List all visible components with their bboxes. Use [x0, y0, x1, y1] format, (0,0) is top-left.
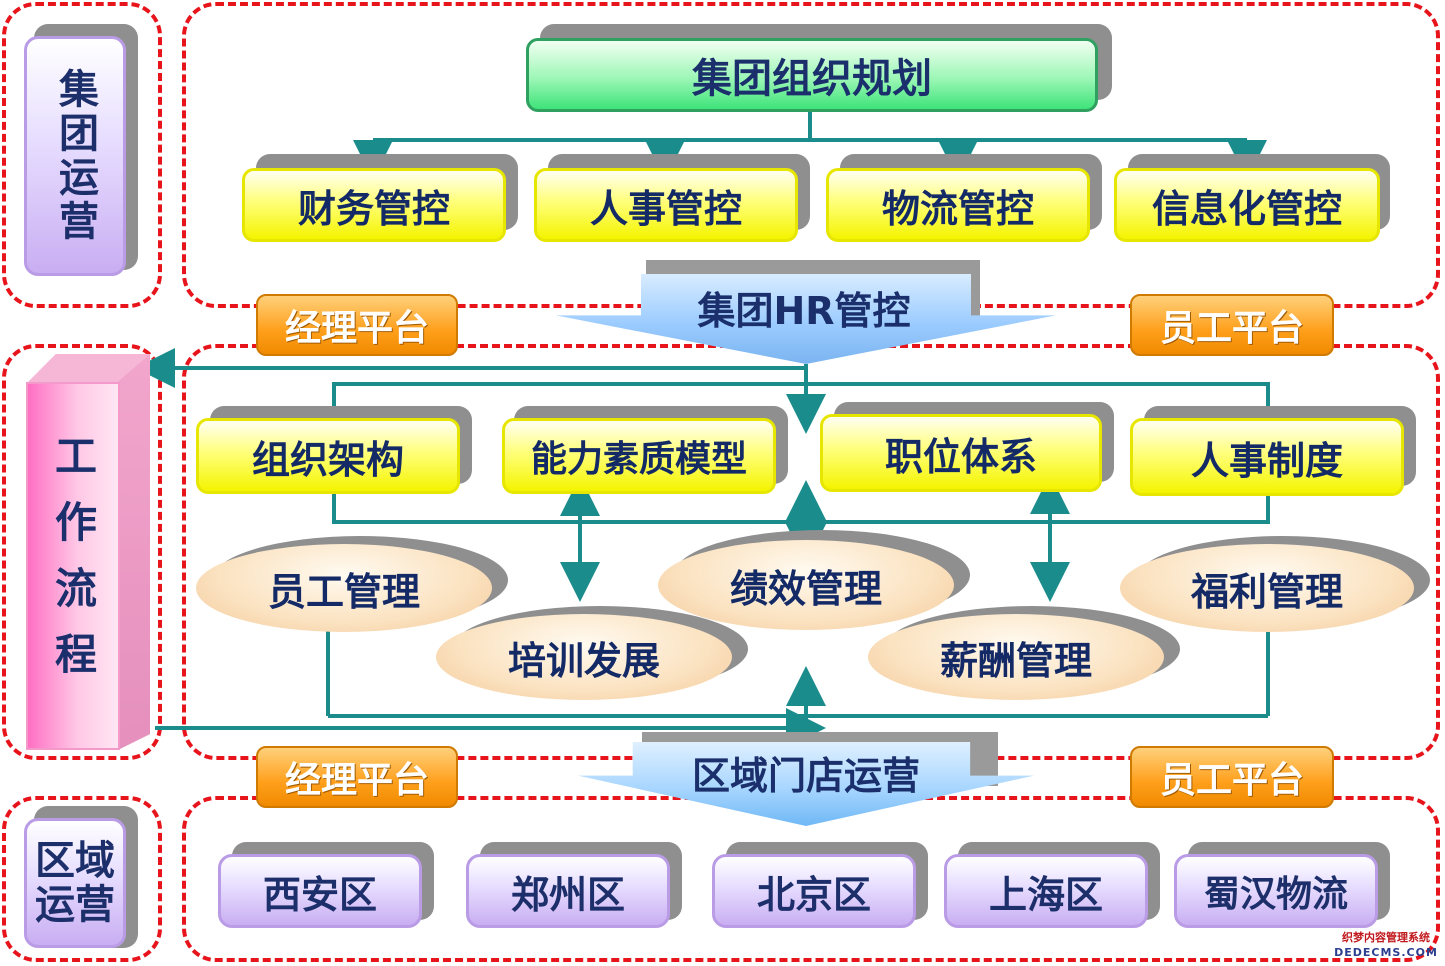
regional-left-frame [2, 796, 162, 962]
manager-platform-bottom: 经理平台 [256, 746, 458, 808]
manager-platform-top: 经理平台 [256, 294, 458, 356]
workflow-label: 工作流程 [26, 382, 120, 750]
hr-control-text: 集团HR管控 [697, 288, 911, 333]
hr-policy: 人事制度 [1130, 418, 1404, 496]
regional-store-text: 区域门店运营 [691, 753, 920, 798]
region-shanghai: 上海区 [944, 854, 1148, 928]
watermark-line1: 织梦内容管理系统 [1342, 931, 1430, 944]
control-logistics: 物流管控 [826, 168, 1090, 242]
group-ops-left-frame [2, 2, 162, 308]
employee-platform-bottom: 员工平台 [1130, 746, 1334, 808]
group-ops-label: 集团运营 [24, 36, 126, 276]
control-personnel: 人事管控 [534, 168, 798, 242]
employee-platform-top: 员工平台 [1130, 294, 1334, 356]
watermark-line2: DEDECMS.COM [1334, 946, 1438, 959]
performance-management: 绩效管理 [658, 540, 954, 630]
regional-ops-line2: 运营 [35, 882, 115, 928]
control-finance: 财务管控 [242, 168, 506, 242]
compensation-management: 薪酬管理 [868, 614, 1164, 700]
regional-ops-line1: 区域 [35, 838, 115, 884]
competency-model: 能力素质模型 [502, 418, 776, 494]
region-beijing: 北京区 [712, 854, 916, 928]
benefits-management: 福利管理 [1120, 544, 1414, 632]
org-structure: 组织架构 [196, 418, 460, 494]
region-zhengzhou: 郑州区 [466, 854, 670, 928]
org-planning-root: 集团组织规划 [526, 38, 1098, 112]
workflow-bar-side [118, 354, 150, 750]
watermark: 织梦内容管理系统 DEDECMS.COM [1330, 930, 1442, 964]
control-it: 信息化管控 [1114, 168, 1380, 242]
region-xian: 西安区 [218, 854, 422, 928]
region-shuhan-logistics: 蜀汉物流 [1174, 854, 1378, 928]
workflow-left-frame [2, 344, 162, 760]
employee-management: 员工管理 [196, 544, 492, 632]
training-development: 培训发展 [436, 614, 732, 700]
position-system: 职位体系 [820, 414, 1102, 492]
regional-ops-label: 区域 运营 [24, 818, 126, 948]
